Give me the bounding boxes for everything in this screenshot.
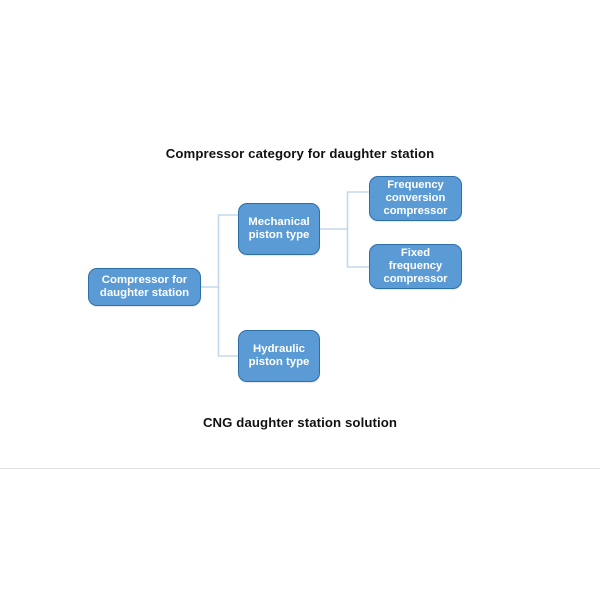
node-compressor-for-daughter-station[interactable]: Compressor for daughter station bbox=[88, 268, 201, 306]
bottom-divider bbox=[0, 468, 600, 469]
node-fixed-frequency-compressor[interactable]: Fixed frequency compressor bbox=[369, 244, 462, 289]
figure-caption: CNG daughter station solution bbox=[202, 415, 398, 430]
node-hydraulic-label: Hydraulic piston type bbox=[248, 342, 310, 368]
edge-root-to-hydraulic bbox=[217, 286, 238, 357]
node-fixed-frequency-label: Fixed frequency compressor bbox=[383, 246, 448, 286]
node-mechanical-piston-type[interactable]: Mechanical piston type bbox=[238, 203, 320, 255]
edge-root-to-mechanical bbox=[200, 214, 238, 288]
node-frequency-conversion-label: Frequency conversion compressor bbox=[383, 178, 448, 218]
figure-title: Compressor category for daughter station bbox=[165, 146, 435, 161]
edge-mechanical-to-fixedfreq bbox=[346, 228, 369, 268]
node-root-label: Compressor for daughter station bbox=[99, 273, 190, 299]
diagram-figure: Compressor category for daughter station… bbox=[88, 146, 462, 430]
node-mechanical-label: Mechanical piston type bbox=[248, 215, 310, 241]
edge-mechanical-to-freqconv bbox=[319, 191, 369, 230]
node-frequency-conversion-compressor[interactable]: Frequency conversion compressor bbox=[369, 176, 462, 221]
node-hydraulic-piston-type[interactable]: Hydraulic piston type bbox=[238, 330, 320, 382]
